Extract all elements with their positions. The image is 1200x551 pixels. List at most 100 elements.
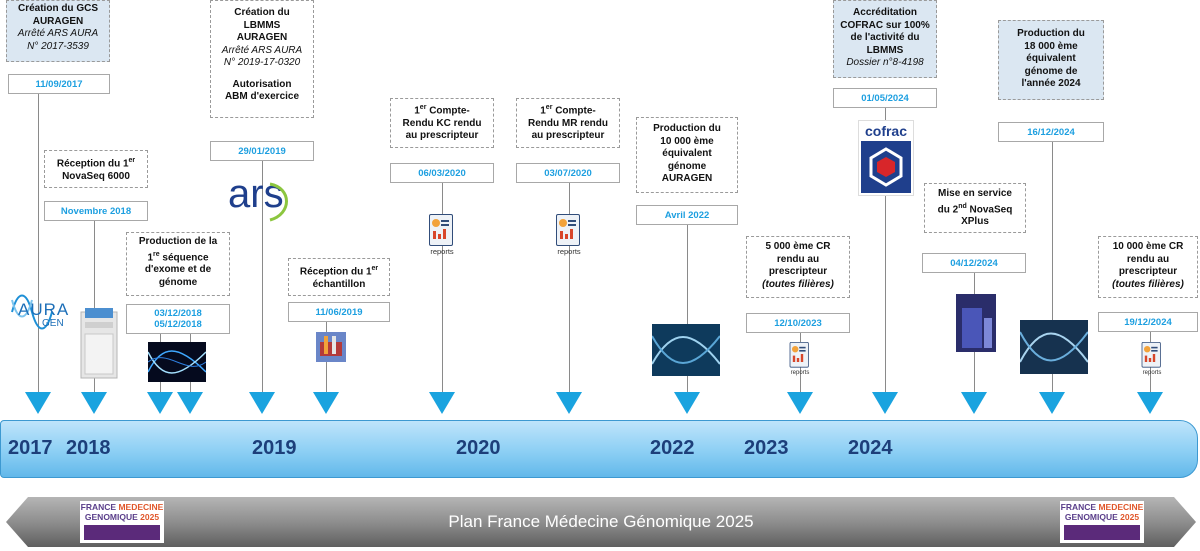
connector-2019-lbmms	[262, 160, 263, 392]
exome-line2-num: 1	[147, 251, 153, 263]
marker-exome-2	[177, 392, 203, 414]
marker-g18000	[1039, 392, 1065, 414]
novaseq-xplus-photo	[956, 294, 996, 352]
gcs-line3: Arrêté ARS AURA	[17, 28, 99, 39]
marker-lbmms	[249, 392, 275, 414]
year-label: 2024	[848, 437, 893, 459]
year-label: 2017	[8, 437, 53, 459]
date-g10000-text: Avril 2022	[664, 210, 710, 221]
test-tubes-icon	[316, 332, 346, 362]
event-cofrac-accreditation: Accréditation COFRAC sur 100% de l'activ…	[833, 0, 937, 78]
cr5000-line4: (toutes filières)	[762, 278, 834, 290]
kc-line1-num: 1	[414, 105, 420, 117]
pie-chart-icon	[432, 219, 449, 239]
dna-helix-image-2022	[651, 324, 721, 376]
fmg-dna-strip-icon	[1064, 525, 1140, 540]
fmg-dna-strip-icon	[84, 525, 160, 540]
dna-helix-icon	[651, 324, 721, 376]
date-xplus: 04/12/2024	[922, 253, 1026, 273]
date-kc: 06/03/2020	[390, 163, 494, 183]
event-exome-sequence: Production de la 1re séquence d'exome et…	[126, 232, 230, 296]
cofrac-logo-text: cofrac	[864, 123, 908, 139]
kc-line2: Rendu KC rendu	[402, 117, 482, 129]
date-novaseq: Novembre 2018	[44, 201, 148, 221]
marker-cr5000	[787, 392, 813, 414]
g18000-line4: génome de	[1024, 65, 1078, 77]
event-echantillon-reception: Réception du 1er échantillon	[288, 258, 390, 296]
cr10000-line4: (toutes filières)	[1112, 278, 1184, 290]
xplus-line2-num: du 2	[937, 203, 959, 215]
cr10000-line3: prescripteur	[1118, 266, 1178, 277]
dna-strand-image	[147, 342, 207, 382]
event-novaseq-reception: Réception du 1er NovaSeq 6000	[44, 150, 148, 188]
xplus-sup: nd	[958, 202, 967, 210]
novaseq-line1: Réception du 1er	[49, 155, 143, 171]
lbmms-line7: ABM d'exercice	[224, 91, 300, 102]
report-doc-icon	[556, 214, 580, 246]
connector-2024-cofrac	[885, 108, 886, 392]
reports-icon-mr: reports	[554, 214, 584, 260]
gcs-line4: N° 2017-3539	[27, 40, 89, 52]
xplus-line2: du 2nd NovaSeq	[929, 201, 1021, 217]
reports-label: reports	[790, 368, 810, 376]
auragen-logo: AURA GEN	[8, 282, 70, 334]
mr-line2: Rendu MR rendu	[528, 117, 608, 129]
cofrac-hexagon-icon	[861, 141, 911, 193]
cr5000-line1: 5 000 ème CR	[765, 241, 831, 252]
exome-line3: d'exome et de	[144, 264, 212, 276]
novaseq-machine-image	[79, 306, 119, 380]
marker-cr10000	[1137, 392, 1163, 414]
marker-cofrac	[872, 392, 898, 414]
auragen-dna-icon	[11, 294, 53, 330]
cofrac-logo: cofrac	[858, 120, 914, 196]
mr-line3: au prescripteur	[531, 130, 605, 142]
event-gcs-creation: Création du GCS AURAGEN Arrêté ARS AURA …	[6, 0, 110, 62]
g10000-line5: AURAGEN	[661, 173, 713, 184]
g10000-line2: 10 000 ème	[660, 135, 714, 147]
event-10000-genome: Production du 10 000 ème équivalent géno…	[636, 117, 738, 193]
fmg-line2a: GENOMIQUE	[1064, 511, 1121, 522]
exome-line2-text: séquence	[159, 251, 209, 263]
echantillon-line1-text: Réception du 1	[299, 266, 372, 278]
connector-2018-novaseq	[94, 220, 95, 392]
date-cr5000: 12/10/2023	[746, 313, 850, 333]
echantillon-sup: er	[371, 265, 379, 272]
auragen-text-2: GEN	[42, 318, 64, 329]
date-mr-text: 03/07/2020	[544, 168, 592, 179]
marker-gcs	[25, 392, 51, 414]
report-doc-icon	[1141, 342, 1161, 368]
dna-helix-icon	[1019, 320, 1089, 374]
novaseq-line2: NovaSeq 6000	[62, 170, 130, 182]
cr5000-line2: rendu au	[776, 253, 820, 265]
year-label: 2018	[66, 437, 111, 459]
fmg-logo-right: FRANCE MEDECINE GENOMIQUE 2025	[1060, 501, 1144, 543]
kc-line1: 1er Compte-	[395, 102, 489, 118]
date-novaseq-text: Novembre 2018	[60, 206, 132, 217]
echantillon-line1: Réception du 1er	[293, 263, 385, 279]
lbmms-line2: LBMMS	[243, 19, 281, 31]
novaseq-line1-text: Réception du 1	[56, 158, 129, 170]
fmg-line1a: FRANCE	[80, 502, 119, 512]
connector-2020-mr	[569, 182, 570, 392]
reports-label: reports	[557, 247, 581, 256]
date-gcs-text: 11/09/2017	[35, 79, 83, 90]
mr-line1-text: Compte-	[552, 105, 596, 117]
fmg-line1b: MEDECINE	[1098, 502, 1144, 512]
fmg-line2: GENOMIQUE 2025	[1060, 511, 1144, 523]
cr10000-line2: rendu au	[1126, 253, 1170, 265]
connector-2020-kc	[442, 182, 443, 392]
lbmms-line6: Autorisation	[232, 78, 292, 90]
connector-2017-gcs	[38, 92, 39, 392]
reports-label: reports	[1142, 368, 1162, 376]
kc-line3: au prescripteur	[405, 130, 479, 142]
fmg-line1b: MEDECINE	[118, 502, 164, 512]
g10000-line1: Production du	[653, 123, 721, 134]
cofrac-line5: Dossier n°8-4198	[846, 57, 924, 68]
kc-line1-text: Compte-	[426, 105, 470, 117]
date-lbmms: 29/01/2019	[210, 141, 314, 161]
event-first-mr-report: 1er Compte- Rendu MR rendu au prescripte…	[516, 98, 620, 148]
date-kc-text: 06/03/2020	[418, 168, 466, 179]
xplus-line3: XPlus	[961, 216, 989, 228]
fmg-line2b: 2025	[1120, 511, 1140, 522]
marker-exome-1	[147, 392, 173, 414]
